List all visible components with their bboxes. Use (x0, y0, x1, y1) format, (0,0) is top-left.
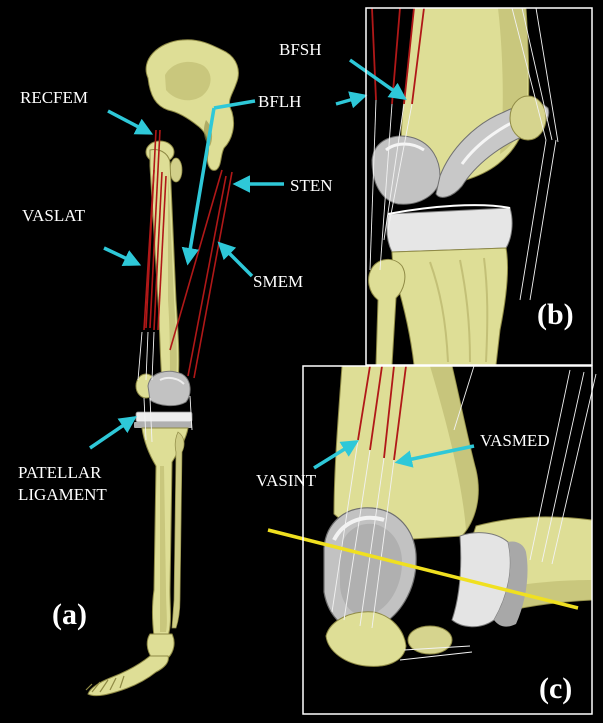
ankle-bones (147, 634, 174, 658)
femoral-component-a (148, 371, 190, 405)
label-smem: SMEM (253, 272, 303, 291)
lesser-trochanter (170, 158, 182, 182)
label-vaslat: VASLAT (22, 206, 86, 225)
label-patellar: PATELLAR (18, 463, 102, 482)
panel-a-letter: (a) (52, 598, 87, 631)
panel-b-letter: (b) (537, 298, 574, 331)
tibial-insert-b (387, 208, 512, 252)
label-vasmed: VASMED (480, 431, 550, 450)
label-bflh: BFLH (258, 92, 301, 111)
label-vasint: VASINT (256, 471, 317, 490)
label-bfsh: BFSH (279, 40, 322, 59)
label-recfem: RECFEM (20, 88, 88, 107)
panel-c: VASINT VASMED (c) (256, 366, 596, 714)
tibial-tray-a (134, 422, 192, 428)
label-sten: STEN (290, 176, 333, 195)
label-ligament: LIGAMENT (18, 485, 107, 504)
panel-c-letter: (c) (539, 672, 572, 705)
